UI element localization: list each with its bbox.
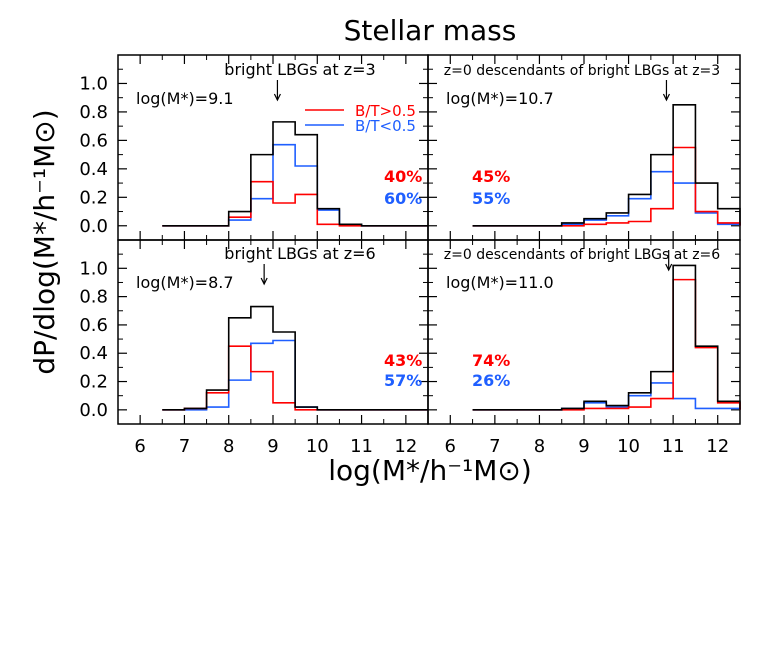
x-tick-label: 12 <box>394 436 417 457</box>
panels-grid: 0.0 0.2 0.4 0.6 0.8 1.0 bright LBGs at z=3 log(… <box>79 54 741 457</box>
x-tick-label: 9 <box>578 436 589 457</box>
x-tick-label: 6 <box>445 436 456 457</box>
y-tick-label: 0.6 <box>79 315 108 336</box>
y-tick-label: 0.4 <box>79 343 108 364</box>
panel-title: bright LBGs at z=6 <box>224 244 375 263</box>
pct-bt-low: 55% <box>472 189 510 208</box>
legend: B/T>0.5 B/T<0.5 <box>305 102 416 135</box>
mean-arrow-head <box>260 277 268 286</box>
pct-bt-high: 43% <box>384 351 422 370</box>
hist-total-bottom-right <box>472 264 741 411</box>
y-tick-label: 1.0 <box>79 258 108 279</box>
x-tick-label: 8 <box>534 436 545 457</box>
hist-total-top-left <box>162 121 428 227</box>
pct-bt-high: 40% <box>384 167 422 186</box>
y-tick-label: 0.2 <box>79 372 108 393</box>
pct-bt-low: 60% <box>384 189 422 208</box>
y-tick-label: 0.8 <box>79 102 108 123</box>
x-axis-label: log(M*/h⁻¹M⊙) <box>328 454 532 487</box>
panel-title: z=0 descendants of bright LBGs at z=6 <box>444 247 721 263</box>
pct-bt-low: 26% <box>472 371 510 390</box>
y-tick-label: 0.8 <box>79 287 108 308</box>
x-tick-label: 11 <box>662 436 685 457</box>
mean-arrow-head <box>662 93 670 102</box>
x-tick-label: 7 <box>489 436 500 457</box>
x-tick-label: 9 <box>267 436 278 457</box>
y-tick-label: 0.4 <box>79 159 108 180</box>
x-tick-label: 8 <box>223 436 234 457</box>
hist-total-top-right <box>472 104 741 227</box>
panel-title: z=0 descendants of bright LBGs at z=3 <box>444 63 720 79</box>
pct-bt-high: 74% <box>472 351 510 370</box>
mean-label: log(M*)=11.0 <box>446 273 554 292</box>
mean-label: log(M*)=9.1 <box>136 89 234 108</box>
y-axis-label: dP/dlog(M*/h⁻¹M⊙) <box>28 109 61 374</box>
mean-label: log(M*)=8.7 <box>136 273 234 292</box>
y-tick-label: 1.0 <box>79 73 108 94</box>
x-tick-label: 7 <box>179 436 190 457</box>
pct-bt-low: 57% <box>384 371 422 390</box>
x-tick-label: 11 <box>350 436 373 457</box>
panel-title: bright LBGs at z=3 <box>224 60 375 79</box>
mean-arrow-head <box>665 263 673 272</box>
legend-label-bt-high: B/T>0.5 <box>355 102 416 120</box>
x-tick-label: 10 <box>617 436 640 457</box>
pct-bt-high: 45% <box>472 167 510 186</box>
x-tick-label: 12 <box>706 436 729 457</box>
mean-label: log(M*)=10.7 <box>446 89 554 108</box>
y-tick-label: 0.0 <box>79 400 108 421</box>
y-tick-label: 0.2 <box>79 187 108 208</box>
x-tick-label: 10 <box>306 436 329 457</box>
y-tick-label: 0.6 <box>79 130 108 151</box>
panel-frame-bottom-right <box>427 239 741 425</box>
figure-title: Stellar mass <box>344 14 517 47</box>
mean-arrow-head <box>273 93 281 102</box>
legend-label-bt-low: B/T<0.5 <box>355 117 416 135</box>
hist-total-bottom-left <box>162 305 428 411</box>
hist-bt05-bottom-right <box>472 278 741 411</box>
x-tick-label: 6 <box>134 436 145 457</box>
y-tick-label: 0.0 <box>79 216 108 237</box>
